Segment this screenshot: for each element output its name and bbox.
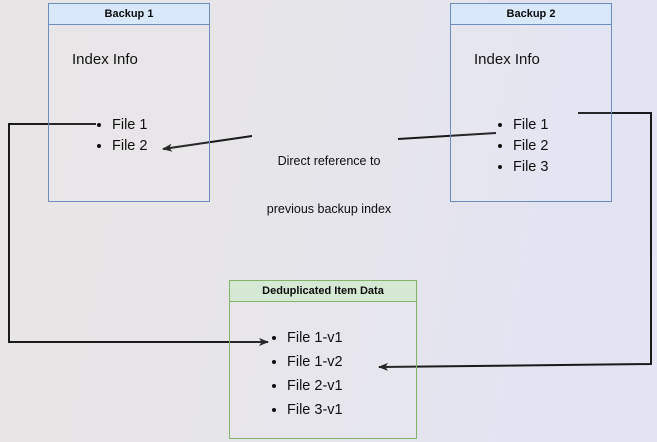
list-item: File 3-v1 xyxy=(287,398,343,422)
node-backup-2-body: Index Info File 1 File 2 File 3 xyxy=(451,25,611,201)
dedup-file-list: File 1-v1 File 1-v2 File 2-v1 File 3-v1 xyxy=(272,326,343,422)
node-backup-1[interactable]: Backup 1 Index Info File 1 File 2 xyxy=(48,3,210,202)
edge-label-line-1: Direct reference to xyxy=(277,154,381,168)
node-backup-1-header: Backup 1 xyxy=(49,4,209,25)
list-item: File 1 xyxy=(513,115,548,136)
list-item: File 1 xyxy=(112,115,147,136)
list-item: File 2 xyxy=(513,136,548,157)
backup-2-index-info-label: Index Info xyxy=(474,51,540,68)
node-deduplicated-item-data[interactable]: Deduplicated Item Data File 1-v1 File 1-… xyxy=(229,280,417,439)
list-item: File 1-v2 xyxy=(287,350,343,374)
node-backup-2[interactable]: Backup 2 Index Info File 1 File 2 File 3 xyxy=(450,3,612,202)
list-item: File 1-v1 xyxy=(287,326,343,350)
edge-label-direct-reference: Direct reference to previous backup inde… xyxy=(248,121,410,249)
list-item: File 3 xyxy=(513,157,548,178)
node-dedup-header: Deduplicated Item Data xyxy=(230,281,416,302)
node-backup-1-body: Index Info File 1 File 2 xyxy=(49,25,209,201)
backup-1-file-list: File 1 File 2 xyxy=(97,115,147,157)
list-item: File 2 xyxy=(112,136,147,157)
backup-1-index-info-label: Index Info xyxy=(72,51,138,68)
node-backup-2-header: Backup 2 xyxy=(451,4,611,25)
backup-2-file-list: File 1 File 2 File 3 xyxy=(498,115,548,178)
list-item: File 2-v1 xyxy=(287,374,343,398)
edge-label-line-2: previous backup index xyxy=(266,202,392,216)
node-dedup-body: File 1-v1 File 1-v2 File 2-v1 File 3-v1 xyxy=(230,302,416,438)
